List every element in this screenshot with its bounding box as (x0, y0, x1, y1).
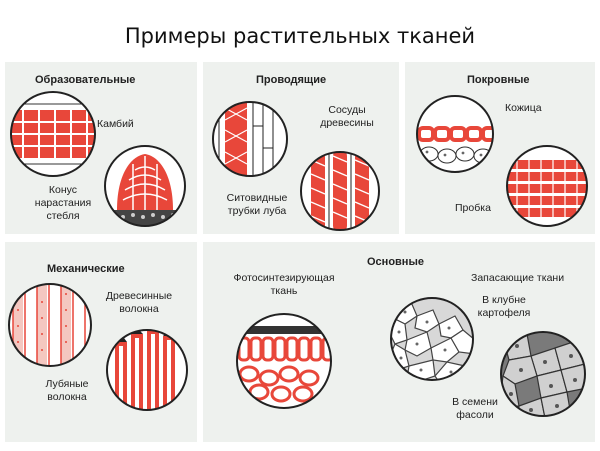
label-bean: В семени фасоли (452, 396, 498, 421)
heading-educational: Образовательные (35, 74, 136, 86)
sieve-tubes-illustration (212, 101, 288, 177)
heading-basic: Основные (367, 256, 424, 268)
label-cone: Конус нарастания стебля (34, 184, 92, 222)
bast-fibers-illustration (106, 329, 188, 411)
label-cambium: Камбий (97, 118, 134, 130)
cork-illustration (506, 145, 588, 227)
label-skin: Кожица (505, 102, 542, 114)
label-vessels: Сосуды древесины (320, 104, 374, 129)
heading-integumentary: Покровные (467, 74, 530, 86)
wood-fibers-illustration (8, 283, 92, 367)
label-cork: Пробка (455, 202, 491, 214)
skin-illustration (416, 95, 494, 173)
tissue-diagram: Образовательные Проводящие Покровные Мех… (5, 60, 595, 445)
label-bast-fibers: Лубяные волокна (45, 378, 89, 403)
label-sieve: Ситовидные трубки луба (226, 192, 288, 217)
label-photosynthetic: Фотосинтезирующая ткань (233, 272, 335, 297)
bean-storage-illustration (500, 331, 586, 417)
cone-illustration (104, 145, 186, 227)
page-title: Примеры растительных тканей (124, 24, 476, 48)
heading-conducting: Проводящие (256, 74, 327, 86)
cambium-illustration (10, 91, 96, 177)
vessels-illustration (300, 151, 380, 231)
label-storage: Запасающие ткани (471, 272, 565, 284)
heading-mechanical: Механические (47, 263, 125, 275)
label-wood-fibers: Древесинные волокна (105, 290, 173, 315)
potato-storage-illustration (390, 297, 474, 381)
photosynthetic-illustration (236, 313, 332, 409)
label-potato: В клубне картофеля (477, 294, 531, 319)
